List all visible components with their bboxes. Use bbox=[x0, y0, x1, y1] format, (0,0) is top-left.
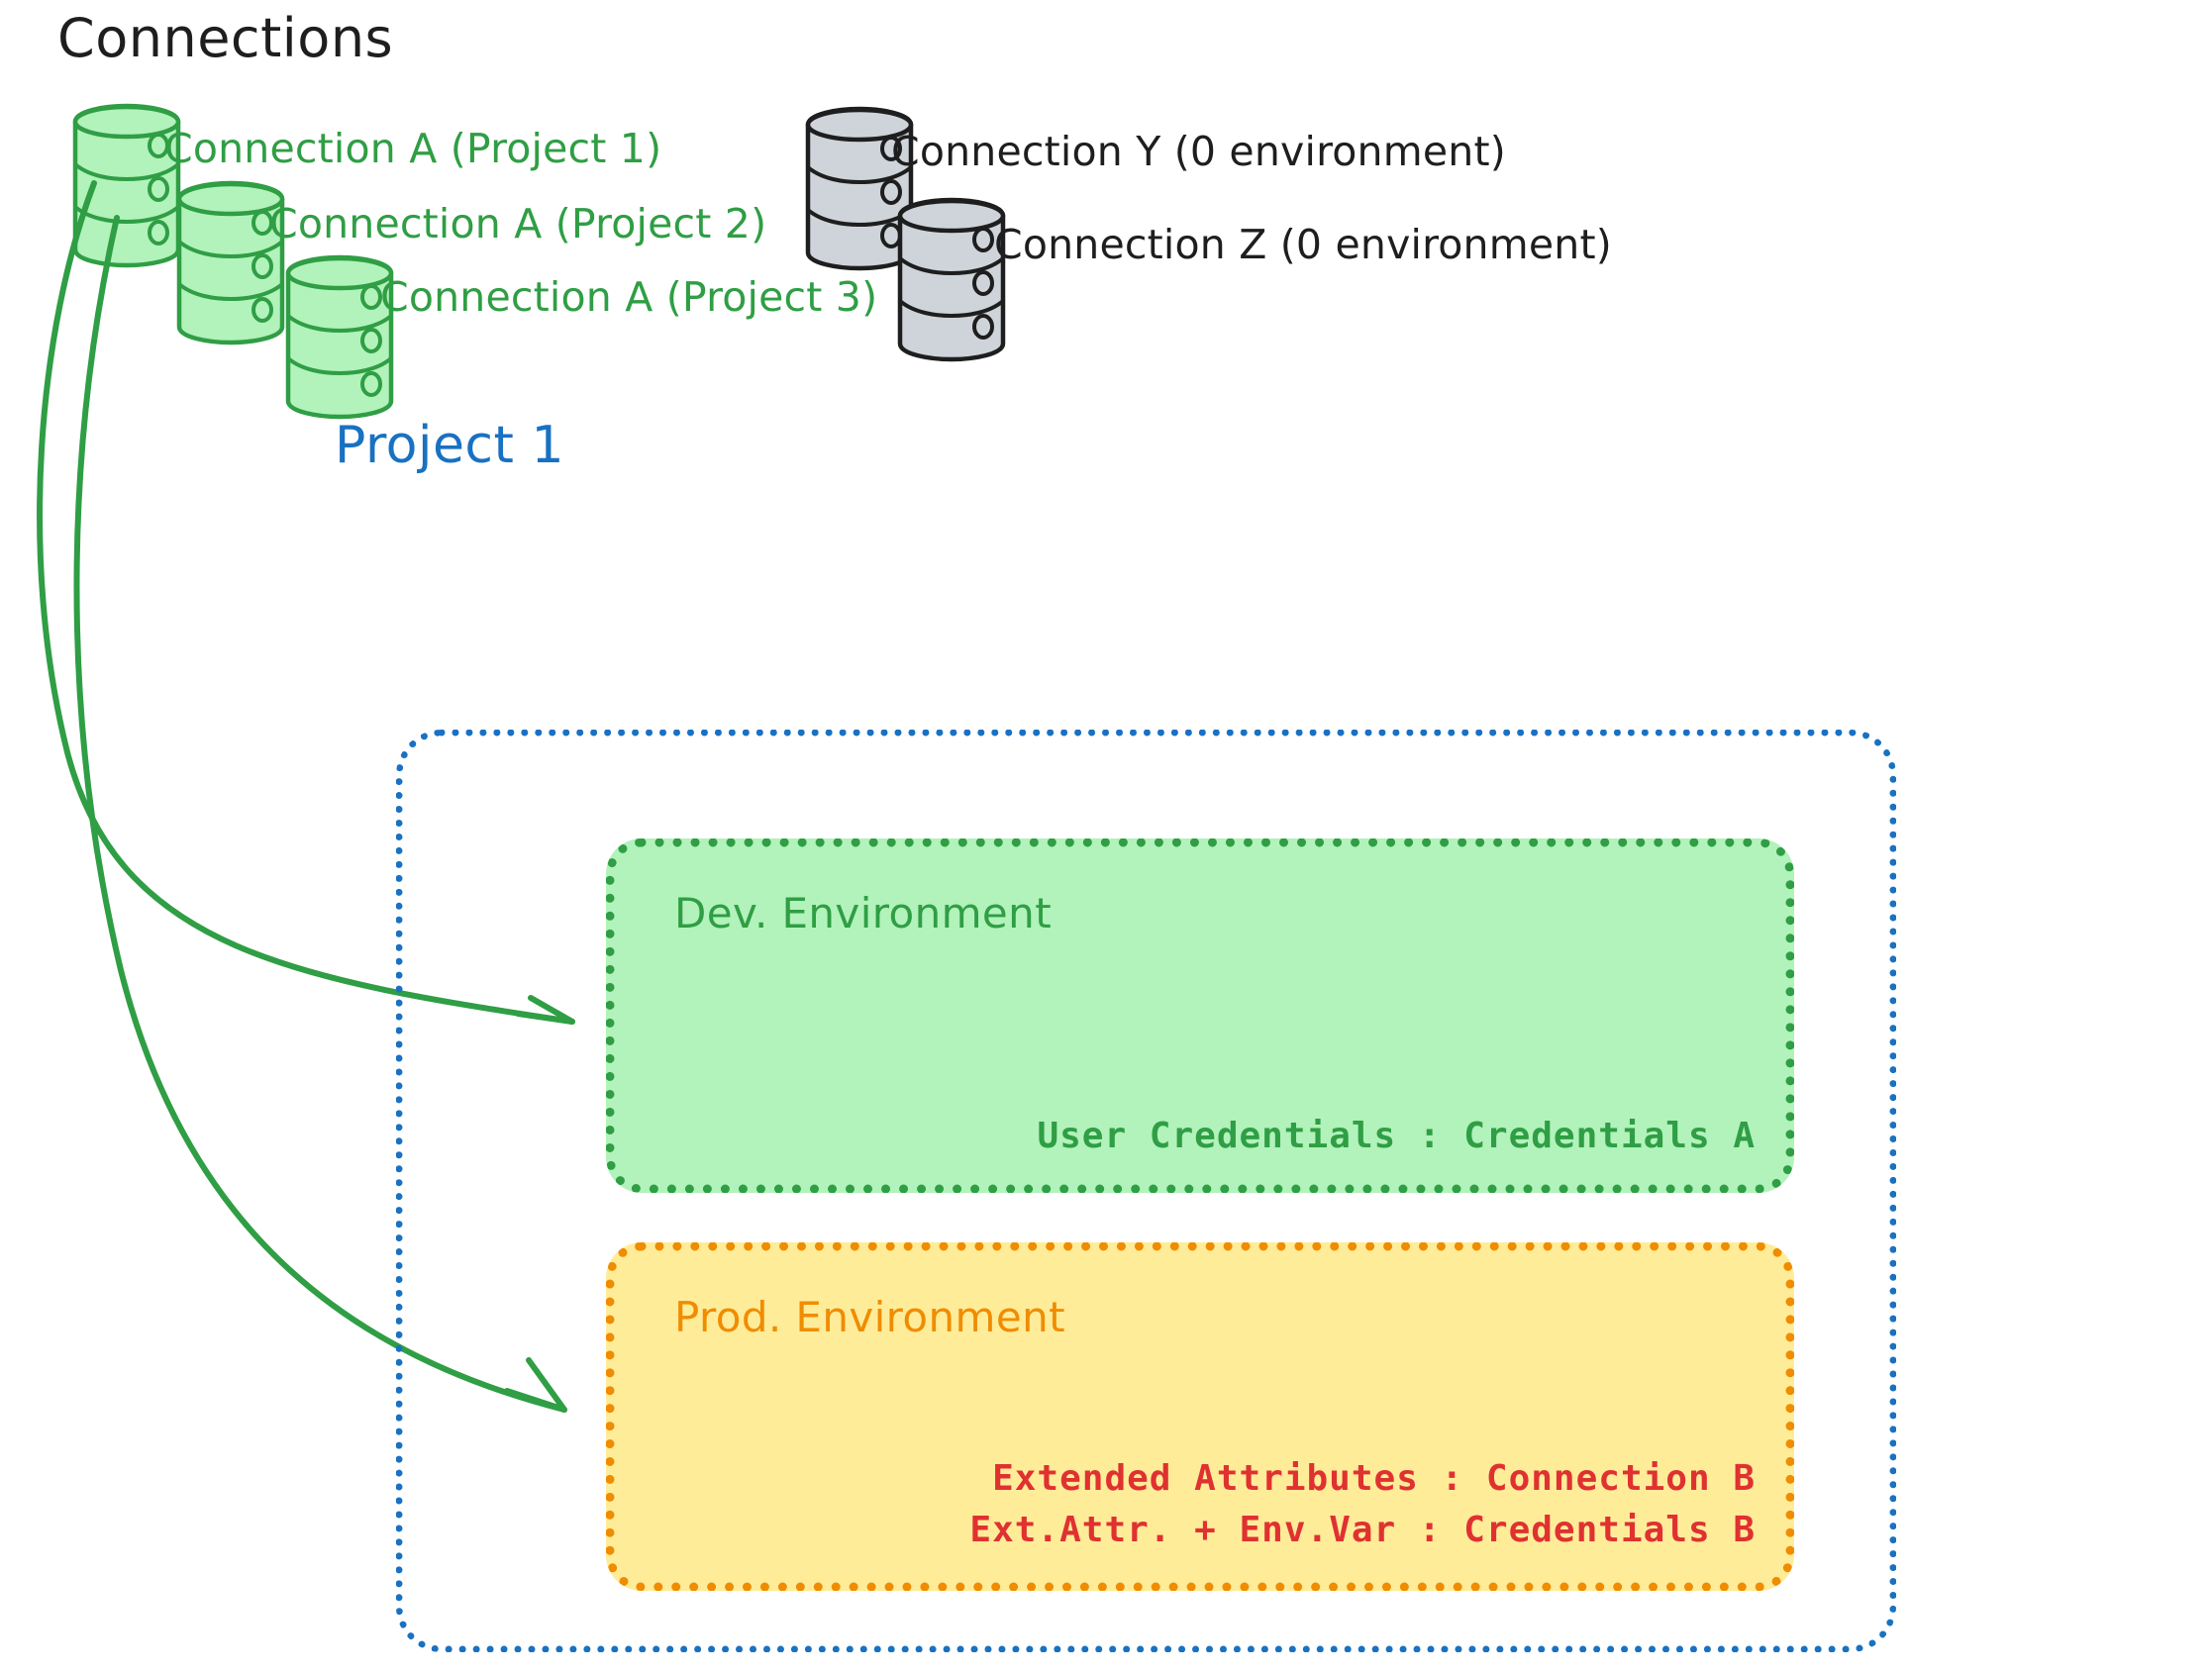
database-icon-connection-a-project-1 bbox=[75, 106, 178, 265]
connection-label-z: Connection Z (0 environment) bbox=[994, 221, 1612, 268]
database-icon-connection-z bbox=[900, 200, 1003, 359]
prod-environment-box: Prod. Environment Extended Attributes : … bbox=[606, 1242, 1794, 1591]
connection-label-a-project-1: Connection A (Project 1) bbox=[164, 125, 662, 172]
dev-environment-title: Dev. Environment bbox=[674, 889, 1053, 937]
database-icon-connection-a-project-2 bbox=[179, 183, 282, 343]
project-container: Dev. Environment User Credentials : Cred… bbox=[396, 730, 1896, 1652]
dev-environment-box: Dev. Environment User Credentials : Cred… bbox=[606, 838, 1794, 1193]
dev-environment-details: User Credentials : Credentials A bbox=[1037, 1116, 1756, 1156]
connection-label-y: Connection Y (0 environment) bbox=[891, 128, 1506, 175]
page-title: Connections bbox=[57, 7, 394, 69]
prod-environment-title: Prod. Environment bbox=[674, 1293, 1065, 1341]
connection-label-a-project-2: Connection A (Project 2) bbox=[269, 200, 767, 247]
prod-environment-details: Extended Attributes : Connection B Ext.A… bbox=[969, 1453, 1756, 1556]
dev-environment-line-1: User Credentials : Credentials A bbox=[1037, 1116, 1756, 1156]
prod-environment-line-2: Ext.Attr. + Env.Var : Credentials B bbox=[969, 1509, 1756, 1550]
database-icon-connection-a-project-3 bbox=[288, 257, 391, 417]
prod-environment-line-1: Extended Attributes : Connection B bbox=[992, 1457, 1756, 1499]
project-title: Project 1 bbox=[335, 416, 565, 475]
connection-label-a-project-3: Connection A (Project 3) bbox=[380, 273, 878, 321]
